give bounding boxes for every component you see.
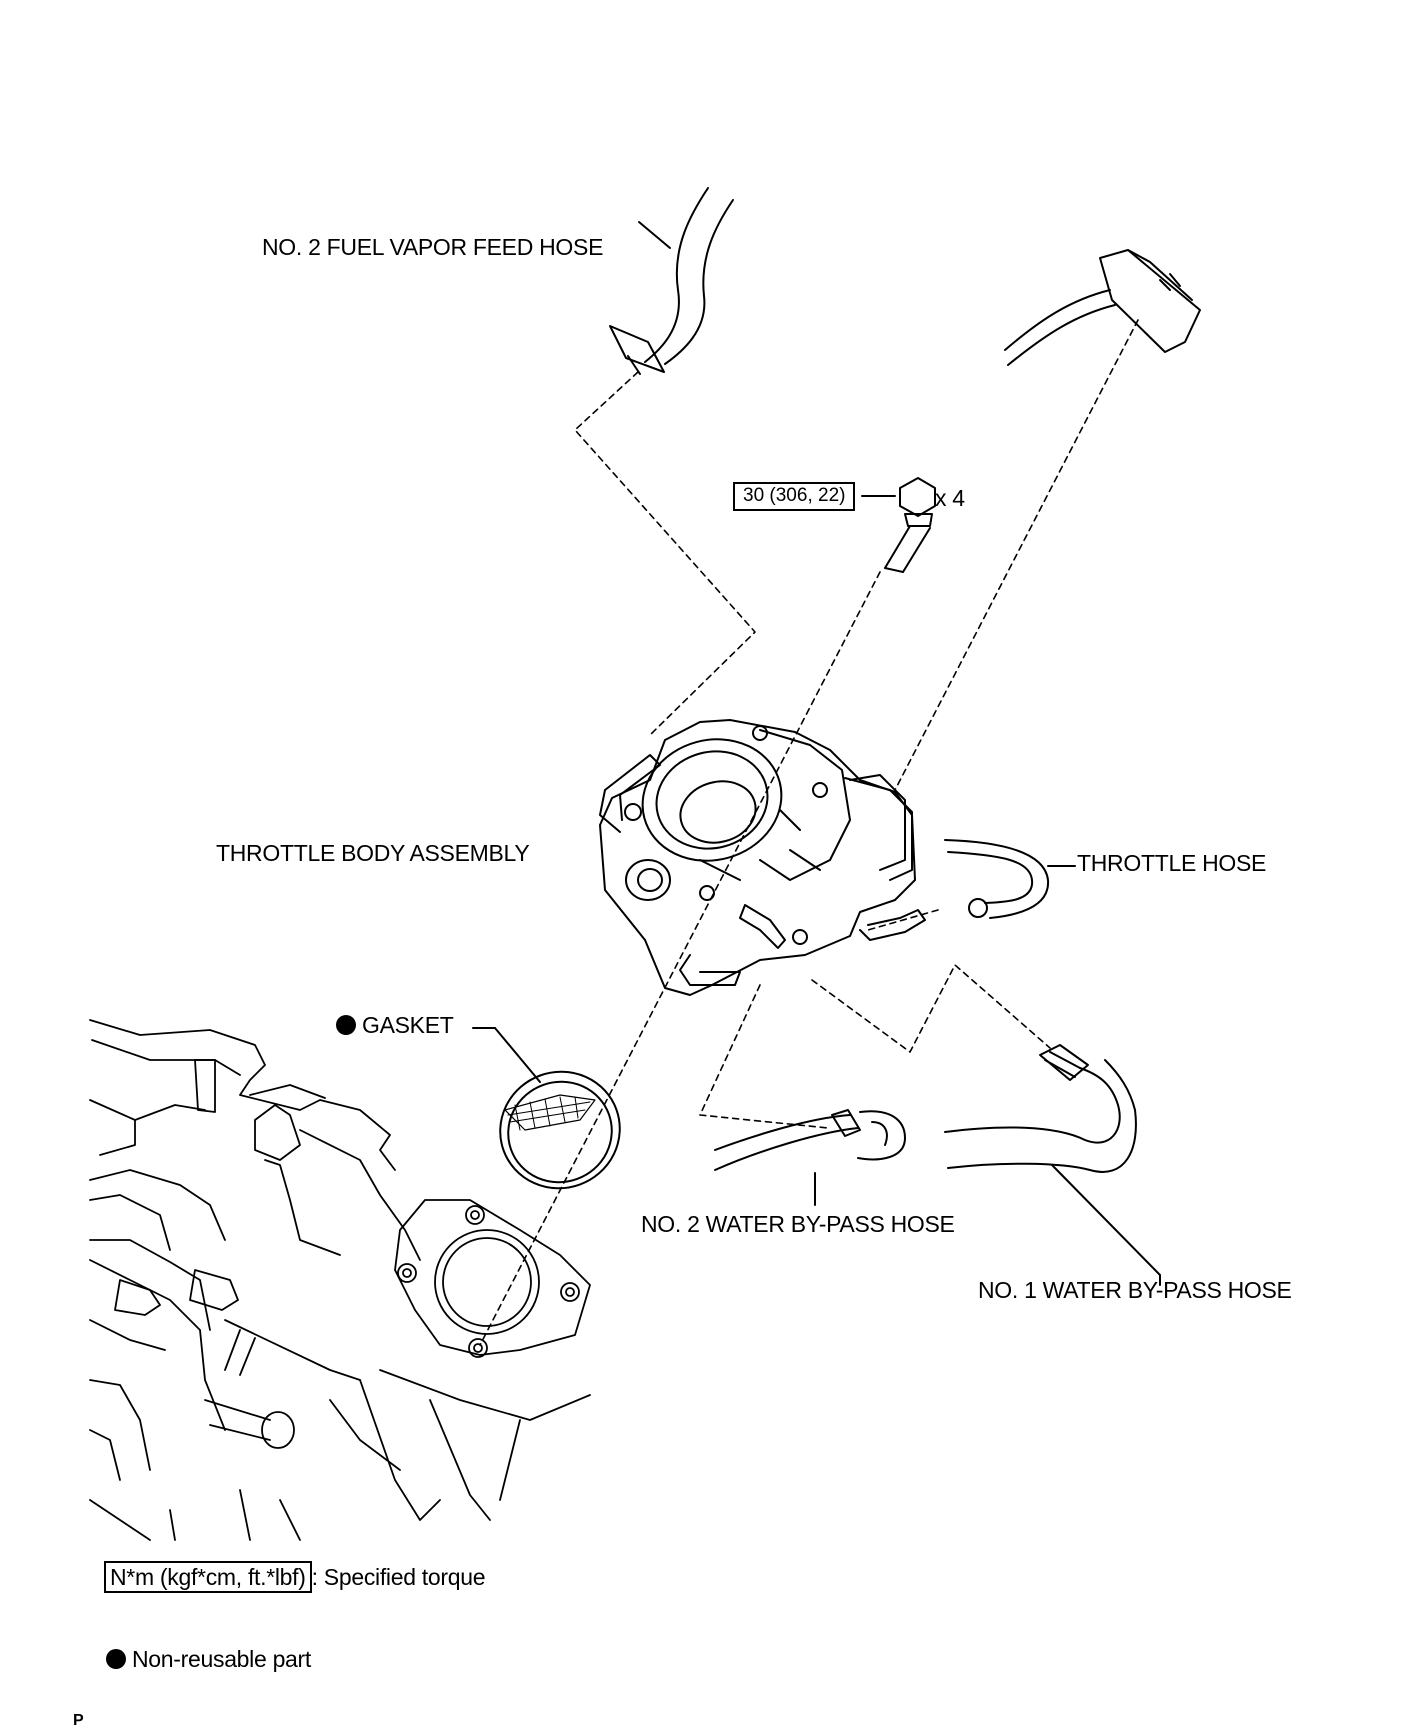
no2-water-bypass-hose-label: NO. 2 WATER BY-PASS HOSE xyxy=(641,1211,955,1237)
throttle-body-drawing xyxy=(599,719,926,996)
non-reusable-dot-icon xyxy=(336,1015,356,1035)
throttle-body-assembly-label: THROTTLE BODY ASSEMBLY xyxy=(216,840,530,866)
water-bypass-hose-1-drawing xyxy=(944,1044,1161,1286)
bolt-quantity-label: x 4 xyxy=(935,485,965,511)
intake-manifold-drawing xyxy=(89,1019,591,1541)
torque-legend-desc: : Specified torque xyxy=(311,1564,486,1590)
nonreusable-legend-text: Non-reusable part xyxy=(132,1646,312,1672)
torque-legend: N*m (kgf*cm, ft.*lbf): Specified torque xyxy=(104,1561,486,1593)
bolt-torque-value: 30 (306, 22) xyxy=(733,482,856,511)
fuel-vapor-feed-hose-label: NO. 2 FUEL VAPOR FEED HOSE xyxy=(262,234,604,260)
nonreusable-legend: Non-reusable part xyxy=(106,1648,311,1671)
non-reusable-dot-icon xyxy=(106,1649,126,1669)
throttle-hose-label: THROTTLE HOSE xyxy=(1077,850,1267,876)
gasket-drawing xyxy=(472,1027,621,1190)
bolt-drawing xyxy=(861,477,936,573)
throttle-connector-drawing xyxy=(1004,249,1201,366)
throttle-hose-drawing xyxy=(944,839,1076,919)
gasket-label: GASKET xyxy=(336,1014,454,1037)
assembly-guide-lines xyxy=(479,319,1139,1346)
no1-water-bypass-hose-label: NO. 1 WATER BY-PASS HOSE xyxy=(978,1277,1292,1303)
water-bypass-hose-2-drawing xyxy=(714,1109,906,1206)
gasket-label-text: GASKET xyxy=(362,1012,454,1038)
fuel-vapor-hose-drawing xyxy=(609,187,734,375)
torque-unit-box: N*m (kgf*cm, ft.*lbf) xyxy=(104,1561,312,1593)
page-corner-mark: P xyxy=(73,1712,84,1729)
